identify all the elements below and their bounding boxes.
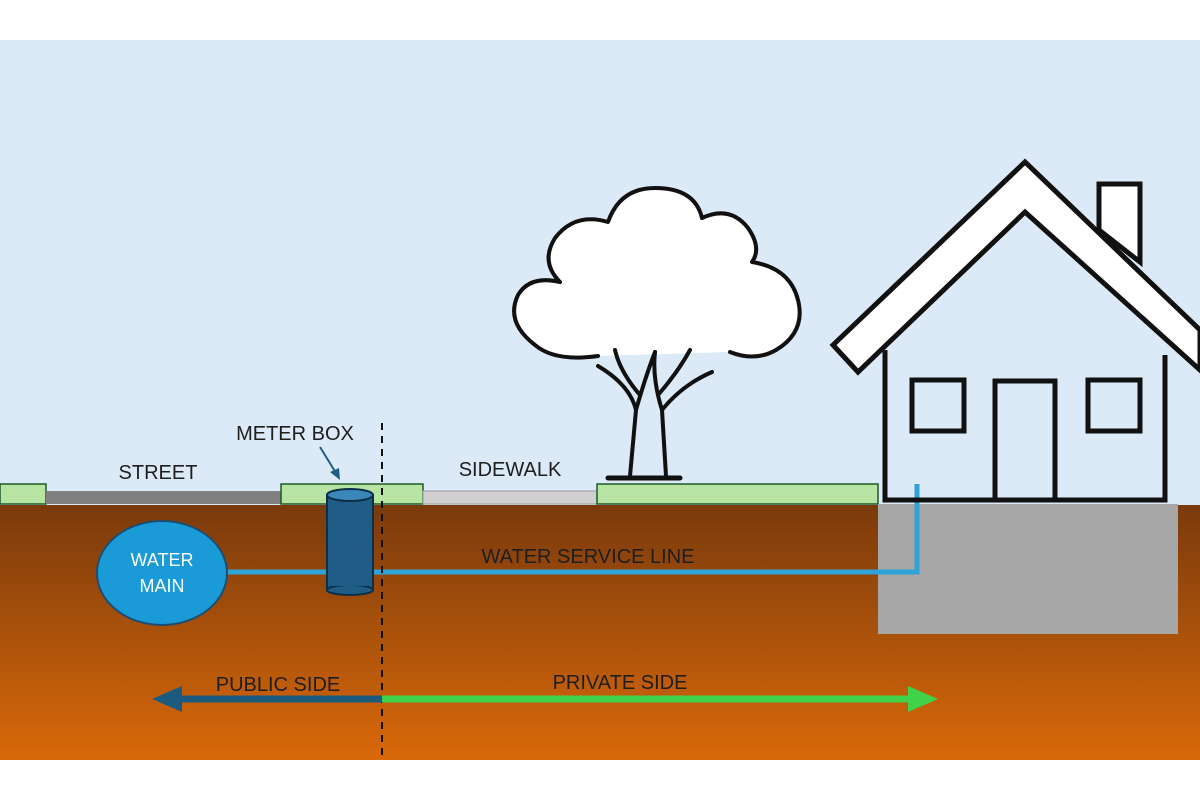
house-foundation bbox=[878, 504, 1178, 634]
sidewalk-surface bbox=[422, 490, 598, 505]
meter-box-label: METER BOX bbox=[236, 423, 354, 445]
water-service-line-pipe bbox=[225, 484, 920, 575]
water-service-line-label: WATER SERVICE LINE bbox=[481, 546, 694, 568]
water-main-label-line2: MAIN bbox=[140, 576, 185, 596]
street-surface bbox=[46, 491, 281, 504]
public-side-label: PUBLIC SIDE bbox=[216, 674, 340, 696]
street-label: STREET bbox=[119, 462, 198, 484]
tree-icon bbox=[512, 186, 802, 481]
water-main bbox=[96, 520, 228, 626]
meter-box-pointer bbox=[319, 446, 337, 474]
private-side-arrow-head bbox=[908, 686, 938, 712]
water-main-label-line1: WATER bbox=[131, 550, 194, 570]
meter-box-pointer-head bbox=[330, 468, 340, 480]
house-icon bbox=[829, 158, 1200, 503]
grass-yard bbox=[596, 483, 879, 505]
public-side-arrow-head bbox=[152, 686, 182, 712]
meter-box bbox=[326, 488, 374, 596]
sidewalk-label: SIDEWALK bbox=[459, 459, 562, 481]
grass-left bbox=[0, 483, 47, 505]
private-side-label: PRIVATE SIDE bbox=[553, 672, 688, 694]
